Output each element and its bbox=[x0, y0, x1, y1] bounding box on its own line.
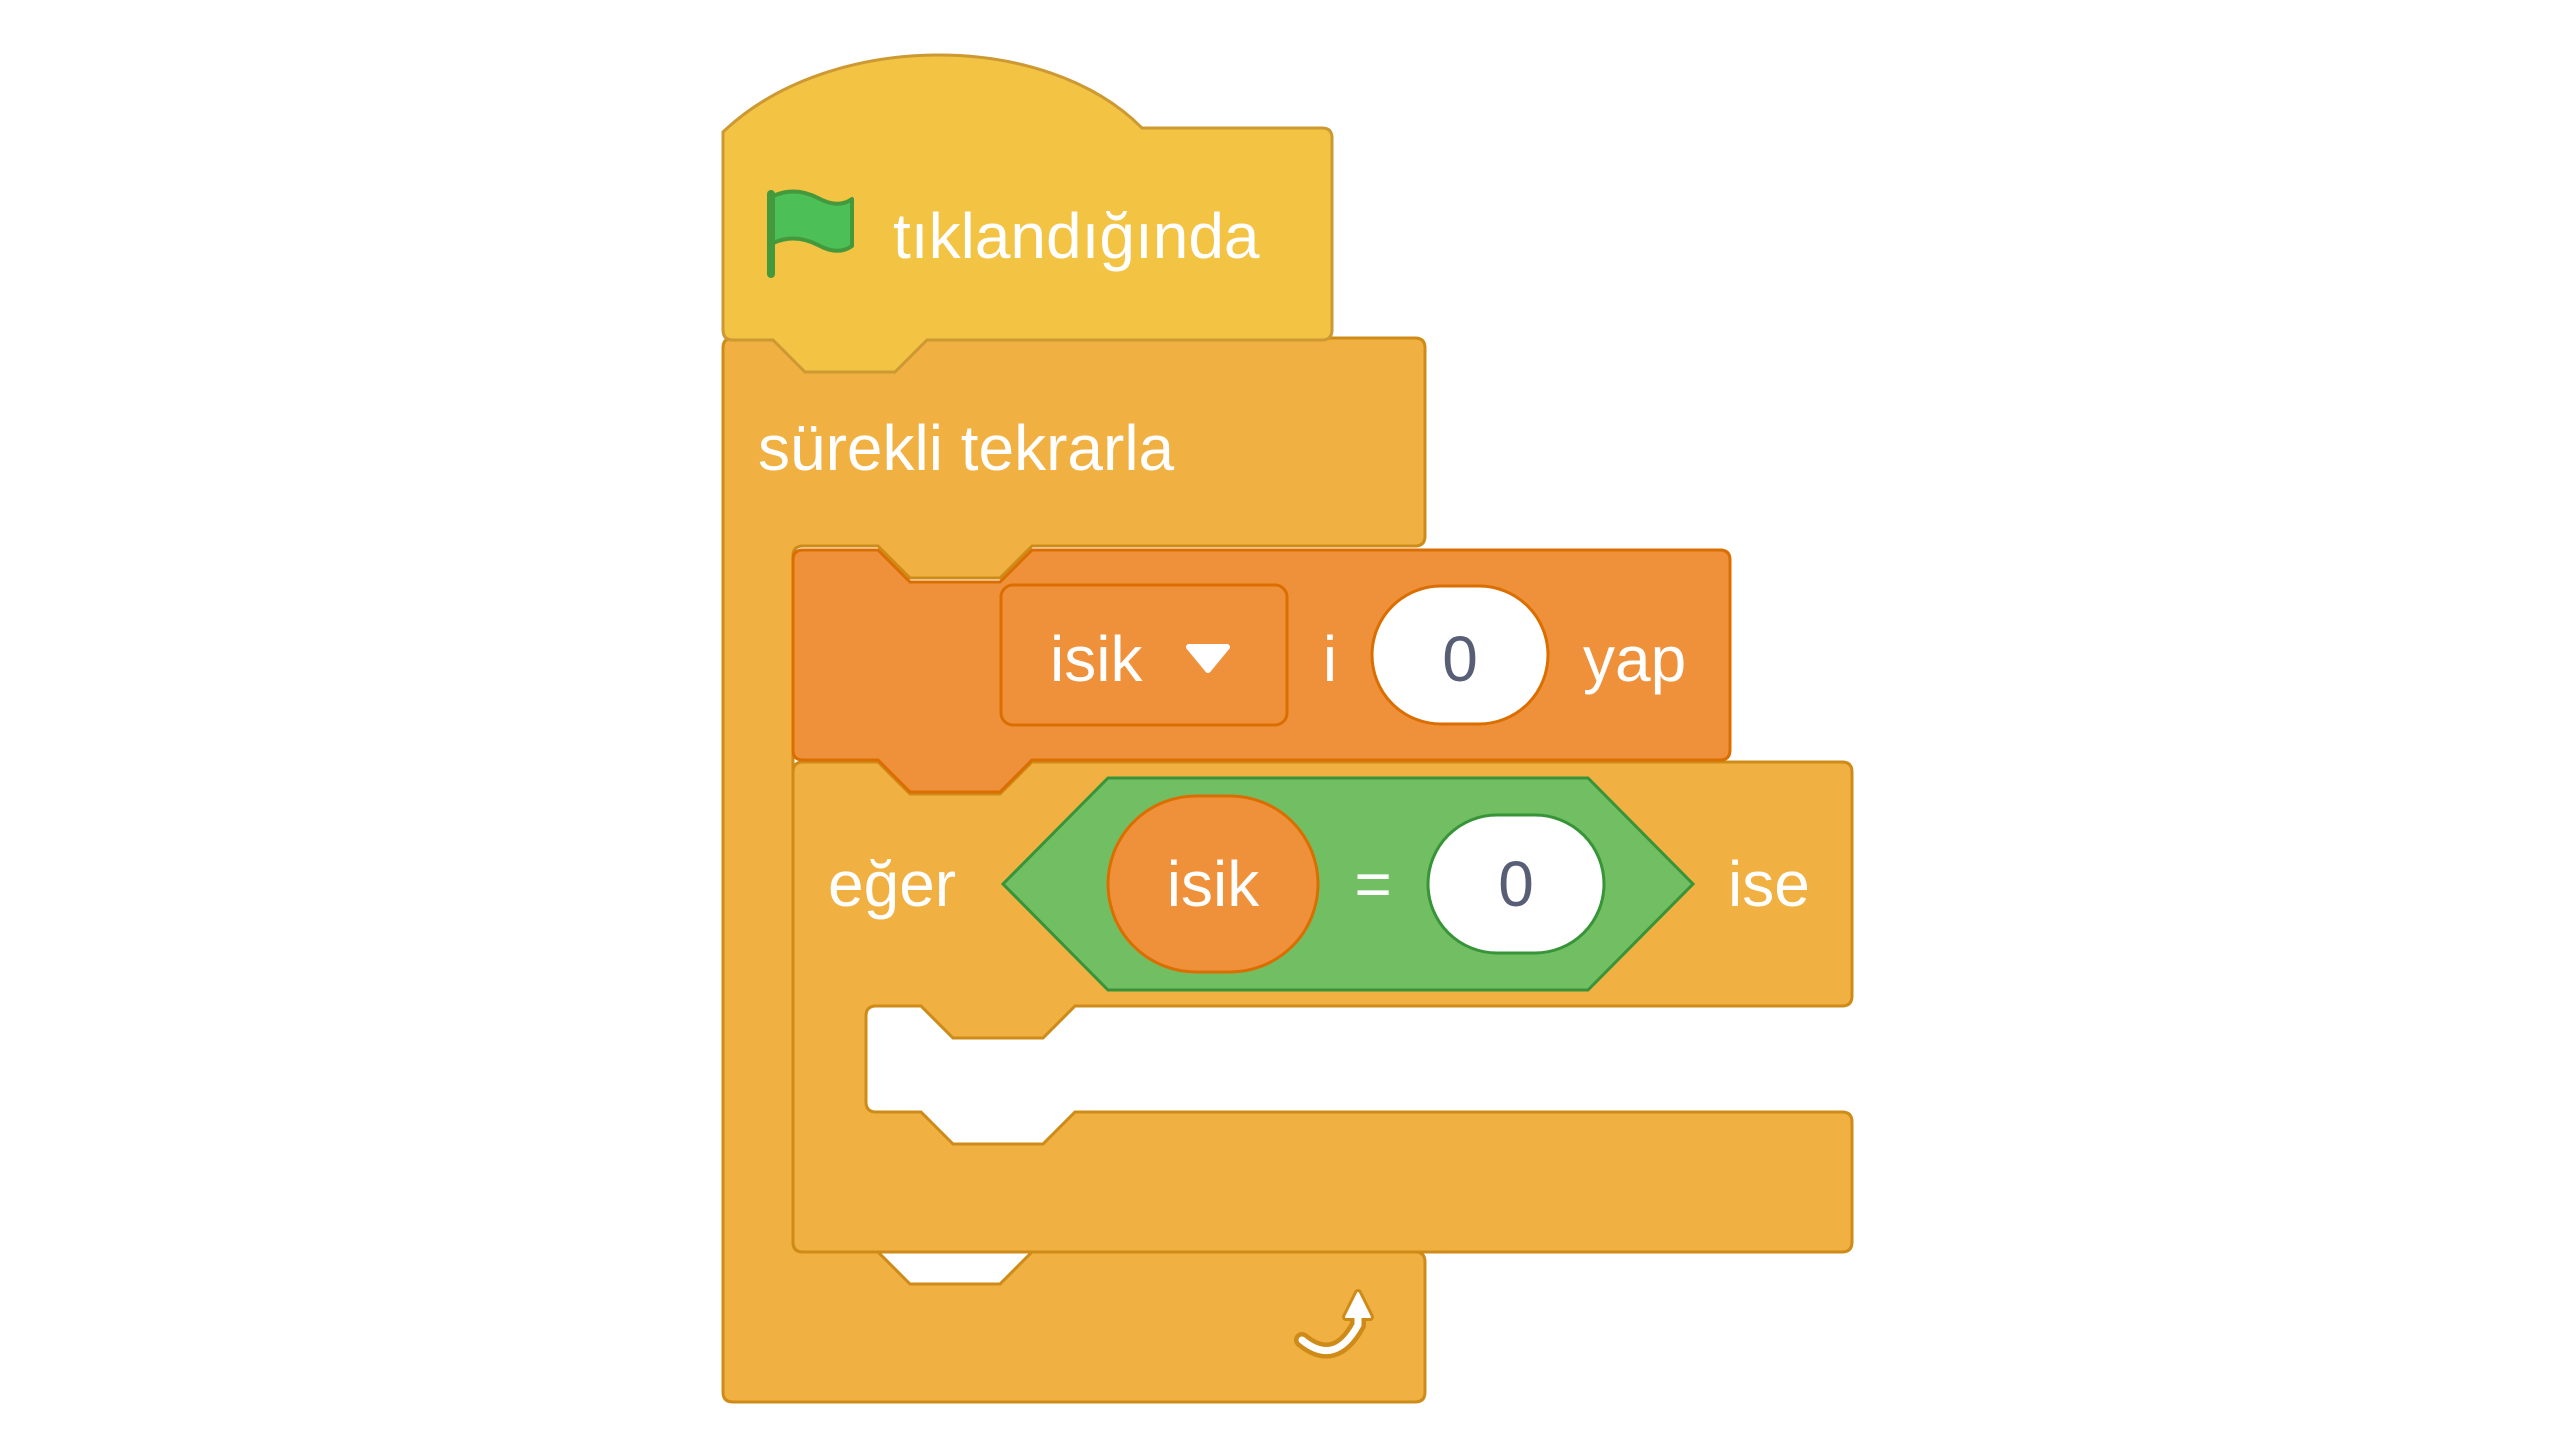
forever-label: sürekli tekrarla bbox=[758, 412, 1175, 484]
dropdown-arrow-icon bbox=[1186, 644, 1230, 673]
if-block[interactable]: eğer isik = 0 ise bbox=[791, 760, 1854, 1254]
variable-dropdown[interactable]: isik bbox=[999, 583, 1289, 727]
hat-block-body[interactable] bbox=[721, 53, 1334, 374]
equals-operator[interactable]: isik = 0 bbox=[1000, 776, 1696, 992]
variable-dropdown-label: isik bbox=[1050, 623, 1143, 695]
if-label-eger: eğer bbox=[828, 848, 956, 920]
set-label-yap: yap bbox=[1583, 623, 1686, 695]
variable-dropdown-box[interactable] bbox=[999, 583, 1289, 727]
set-value: 0 bbox=[1442, 623, 1478, 695]
equals-right-input[interactable] bbox=[1426, 813, 1606, 955]
when-flag-clicked-block[interactable]: tıklandığında bbox=[721, 53, 1334, 374]
loop-arrow-icon bbox=[1294, 1289, 1374, 1359]
hat-block-label: tıklandığında bbox=[893, 200, 1260, 272]
isik-reporter[interactable] bbox=[1106, 794, 1320, 974]
if-label-ise: ise bbox=[1728, 848, 1810, 920]
forever-block[interactable]: sürekli tekrarla bbox=[721, 336, 1427, 1404]
green-flag-icon bbox=[767, 189, 854, 278]
equals-sign: = bbox=[1354, 848, 1391, 920]
set-variable-block[interactable]: isik i 0 yap bbox=[791, 548, 1732, 794]
equals-right-value: 0 bbox=[1498, 848, 1534, 920]
set-label-i: i bbox=[1323, 623, 1337, 695]
set-value-input[interactable] bbox=[1370, 584, 1550, 726]
isik-reporter-label: isik bbox=[1167, 848, 1260, 920]
